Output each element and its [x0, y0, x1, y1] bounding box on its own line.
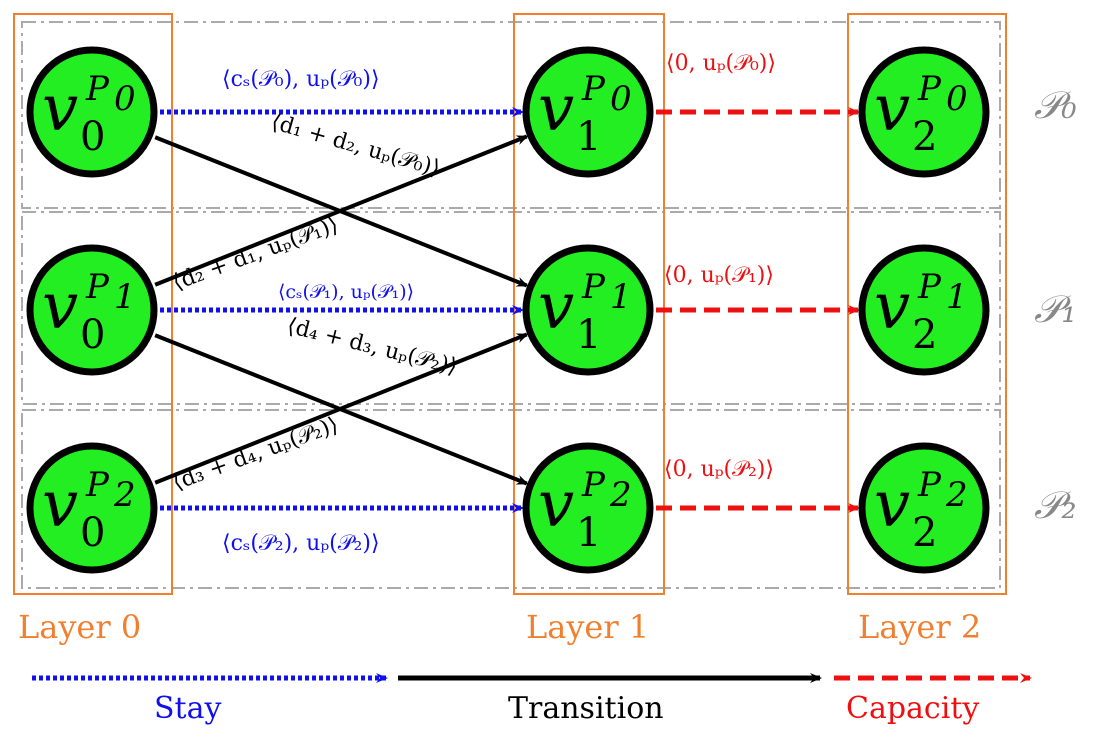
node-partition-letter: P: [917, 267, 942, 307]
node-partition-letter: P: [85, 69, 110, 109]
capacity-edge-label-v1_P1-v2_P1: ⟨0, uₚ(𝒫₁)⟩: [664, 263, 774, 288]
node-circle: [26, 442, 158, 574]
node-variable: v: [874, 72, 910, 146]
node-partition-index: 1: [946, 277, 968, 317]
node-variable: v: [874, 270, 910, 344]
layer-label-1: Layer 1: [526, 608, 649, 646]
node-circle: [522, 442, 654, 574]
node-layer-index: 1: [576, 312, 601, 358]
partition-box-1: [21, 211, 1001, 405]
node-layer-index: 1: [576, 114, 601, 160]
layer-box-1: [513, 13, 665, 595]
node-variable: v: [538, 468, 574, 542]
node-layer-index: 0: [80, 114, 105, 160]
node-partition-letter: P: [917, 69, 942, 109]
node-variable: v: [538, 72, 574, 146]
layer-boxes: [13, 13, 1007, 595]
edge-labels: ⟨cₛ(𝒫₀), uₚ(𝒫₀)⟩ ⟨cₛ(𝒫₁), uₚ(𝒫₁)⟩ ⟨cₛ(𝒫₂),…: [170, 51, 776, 556]
legend-transition-label: Transition: [508, 691, 664, 726]
node-partition-letter: P: [581, 267, 606, 307]
node-circle: [522, 46, 654, 178]
node-partition-index: 2: [113, 475, 136, 515]
node-layer-index: 0: [80, 312, 105, 358]
transition-edge-v0_P1-v1_P0: [154, 134, 529, 287]
node-variable: v: [42, 270, 78, 344]
node-layer-index: 2: [912, 510, 937, 556]
partition-box-0: [21, 21, 1001, 209]
node-circle: [858, 244, 990, 376]
partition-label-1: 𝒫₁: [1034, 287, 1077, 331]
capacity-edge-label-v1_P0-v2_P0: ⟨0, uₚ(𝒫₀)⟩: [666, 51, 776, 76]
node-partition-index: 1: [114, 277, 136, 317]
node-circle: [522, 244, 654, 376]
node-partition-index: 2: [945, 475, 968, 515]
layer-label-0: Layer 0: [18, 608, 141, 646]
node-layer-index: 1: [576, 510, 601, 556]
node-circle: [858, 442, 990, 574]
capacity-edge-label-v1_P2-v2_P2: ⟨0, uₚ(𝒫₂)⟩: [664, 457, 774, 482]
stay-edge-label-v0_P2-v1_P2: ⟨cₛ(𝒫₂), uₚ(𝒫₂)⟩: [222, 531, 380, 556]
node-partition-index: 2: [609, 475, 632, 515]
node-circle: [26, 244, 158, 376]
transition-edge-label-v0_P2-v1_P1: ⟨d₃ + d₄, uₚ(𝒫₂)⟩: [170, 413, 342, 496]
transition-edge-v0_P2-v1_P1: [154, 332, 529, 485]
node-variable: v: [538, 270, 574, 344]
transition-edge-label-v0_P1-v1_P2: ⟨d₄ + d₃, uₚ(𝒫₂)⟩: [285, 314, 460, 380]
node-partition-index: 0: [946, 79, 968, 119]
edges: [154, 107, 860, 513]
node-circle: [26, 46, 158, 178]
layer-box-0: [13, 13, 173, 595]
stay-edge-label-v0_P1-v1_P1: ⟨cₛ(𝒫₁), uₚ(𝒫₁)⟩: [278, 281, 414, 303]
node-partition-letter: P: [85, 267, 110, 307]
layer-box-2: [847, 13, 1007, 595]
partition-label-0: 𝒫₀: [1034, 83, 1077, 127]
node-layer-index: 2: [912, 312, 937, 358]
node-circle: [858, 46, 990, 178]
node-partition-letter: P: [581, 465, 606, 505]
node-partition-index: 1: [610, 277, 632, 317]
transition-edge-label-v0_P0-v1_P1: ⟨d₁ + d₂, uₚ(𝒫₀)⟩: [268, 110, 442, 182]
node-partition-index: 0: [114, 79, 136, 119]
partition-boxes: [21, 21, 1001, 589]
legend: Stay Transition Capacity: [32, 673, 1032, 726]
node-layer-index: 2: [912, 114, 937, 160]
node-partition-letter: P: [917, 465, 942, 505]
node-partition-letter: P: [85, 465, 110, 505]
legend-capacity-label: Capacity: [846, 691, 979, 726]
legend-stay-label: Stay: [154, 691, 221, 726]
node-layer-index: 0: [80, 510, 105, 556]
node-variable: v: [874, 468, 910, 542]
partition-label-2: 𝒫₂: [1034, 483, 1077, 527]
node-variable: v: [42, 468, 78, 542]
layer-label-2: Layer 2: [858, 608, 981, 646]
node-partition-index: 0: [610, 79, 632, 119]
stay-edge-label-v0_P0-v1_P0: ⟨cₛ(𝒫₀), uₚ(𝒫₀)⟩: [222, 67, 380, 92]
node-partition-letter: P: [581, 69, 606, 109]
node-variable: v: [42, 72, 78, 146]
partition-box-2: [21, 409, 1001, 589]
